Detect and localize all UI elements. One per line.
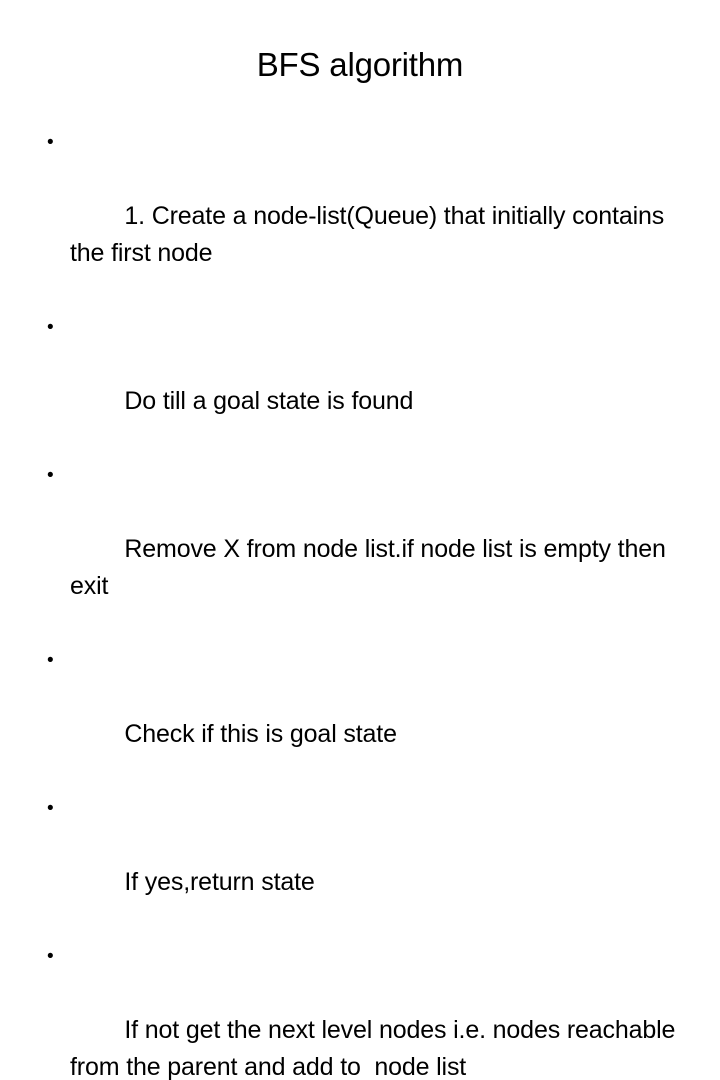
bullet-dot-icon: • <box>47 798 54 819</box>
bullet-dot-icon: • <box>47 650 54 671</box>
list-item: • If not get the next level nodes i.e. n… <box>44 938 700 1080</box>
list-item-text: Do till a goal state is found <box>124 387 414 415</box>
bullet-list: • 1. Create a node-list(Queue) that init… <box>44 124 700 1080</box>
slide-body: • 1. Create a node-list(Queue) that init… <box>44 124 700 1080</box>
slide: BFS algorithm • 1. Create a node-list(Qu… <box>47 46 676 1080</box>
bullet-dot-icon: • <box>47 132 54 153</box>
list-item: • If yes,return state <box>44 790 700 938</box>
list-item-text: If yes,return state <box>124 868 315 896</box>
list-item-text: Check if this is goal state <box>124 720 397 748</box>
list-item-text: Remove X from node list.if node list is … <box>70 535 673 600</box>
list-item-text: If not get the next level nodes i.e. nod… <box>70 1016 683 1080</box>
list-item: • Do till a goal state is found <box>44 309 700 457</box>
list-item: • 1. Create a node-list(Queue) that init… <box>44 124 700 309</box>
bullet-dot-icon: • <box>47 946 54 967</box>
bullet-dot-icon: • <box>47 317 54 338</box>
bullet-dot-icon: • <box>47 465 54 486</box>
list-item: • Remove X from node list.if node list i… <box>44 457 700 642</box>
list-item-text: 1. Create a node-list(Queue) that initia… <box>70 202 671 267</box>
list-item: • Check if this is goal state <box>44 642 700 790</box>
page-title: BFS algorithm <box>256 46 464 83</box>
